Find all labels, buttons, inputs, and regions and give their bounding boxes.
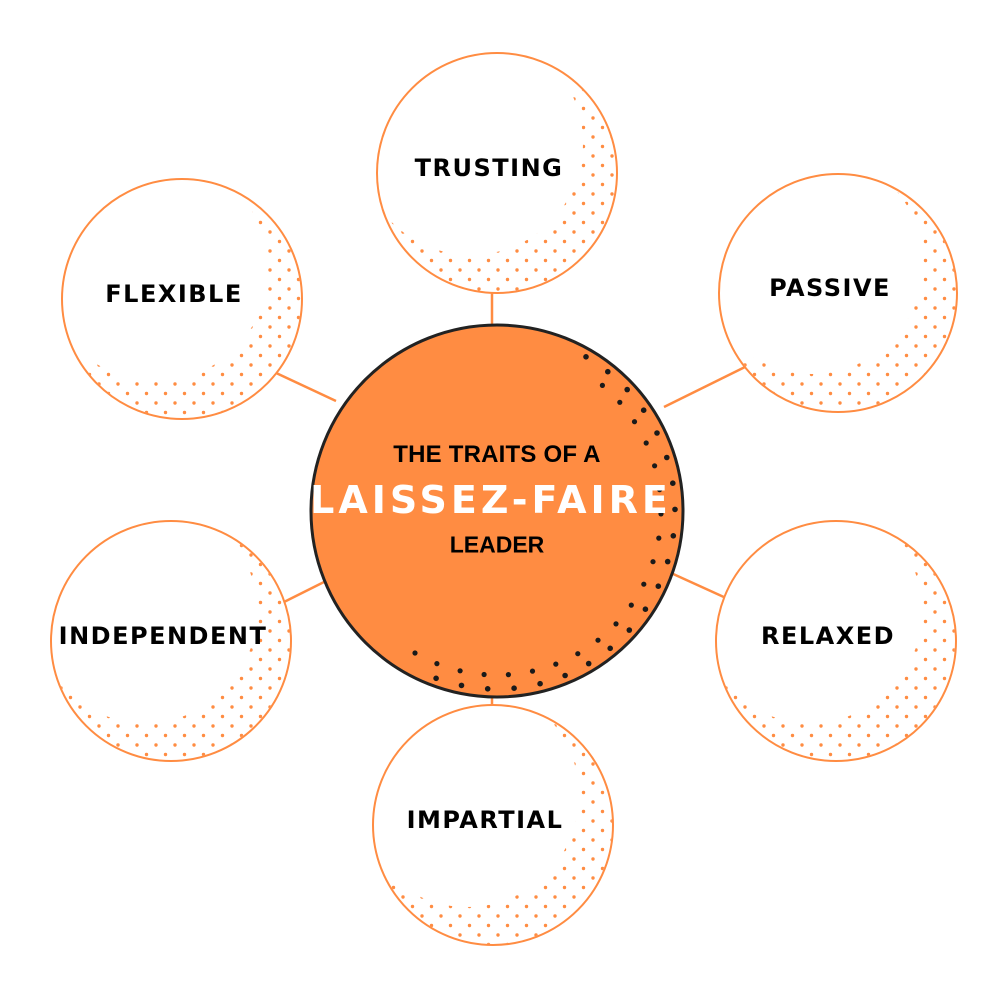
title-line-3: LEADER <box>449 531 545 558</box>
dotted-shading <box>378 54 616 292</box>
connector-flexible <box>273 370 337 403</box>
title-line-1: THE TRAITS OF A <box>393 441 601 468</box>
trait-label-flexible: FLEXIBLE <box>105 280 243 308</box>
trait-label-trusting: TRUSTING <box>414 154 564 182</box>
connector-independent <box>283 578 329 604</box>
dotted-shading <box>52 522 290 760</box>
title-line-2: LAISSEZ-FAIRE <box>310 478 672 522</box>
trait-circle-relaxed <box>715 520 957 762</box>
trait-circle-impartial <box>372 704 614 946</box>
trait-label-relaxed: RELAXED <box>760 622 896 650</box>
trait-label-passive: PASSIVE <box>769 274 891 302</box>
dotted-shading <box>717 522 955 760</box>
trait-circle-flexible <box>61 178 303 420</box>
center-circle <box>309 323 685 699</box>
dotted-shading <box>374 706 612 944</box>
trait-circle-trusting <box>376 52 618 294</box>
dotted-shading <box>720 175 956 411</box>
trait-label-impartial: IMPARTIAL <box>406 806 564 834</box>
trait-label-independent: INDEPENDENT <box>58 622 268 650</box>
trait-circle-independent <box>50 520 292 762</box>
connector-relaxed <box>670 571 727 600</box>
connector-passive <box>663 365 746 409</box>
trait-circle-passive <box>718 173 958 413</box>
dotted-shading <box>63 180 301 418</box>
